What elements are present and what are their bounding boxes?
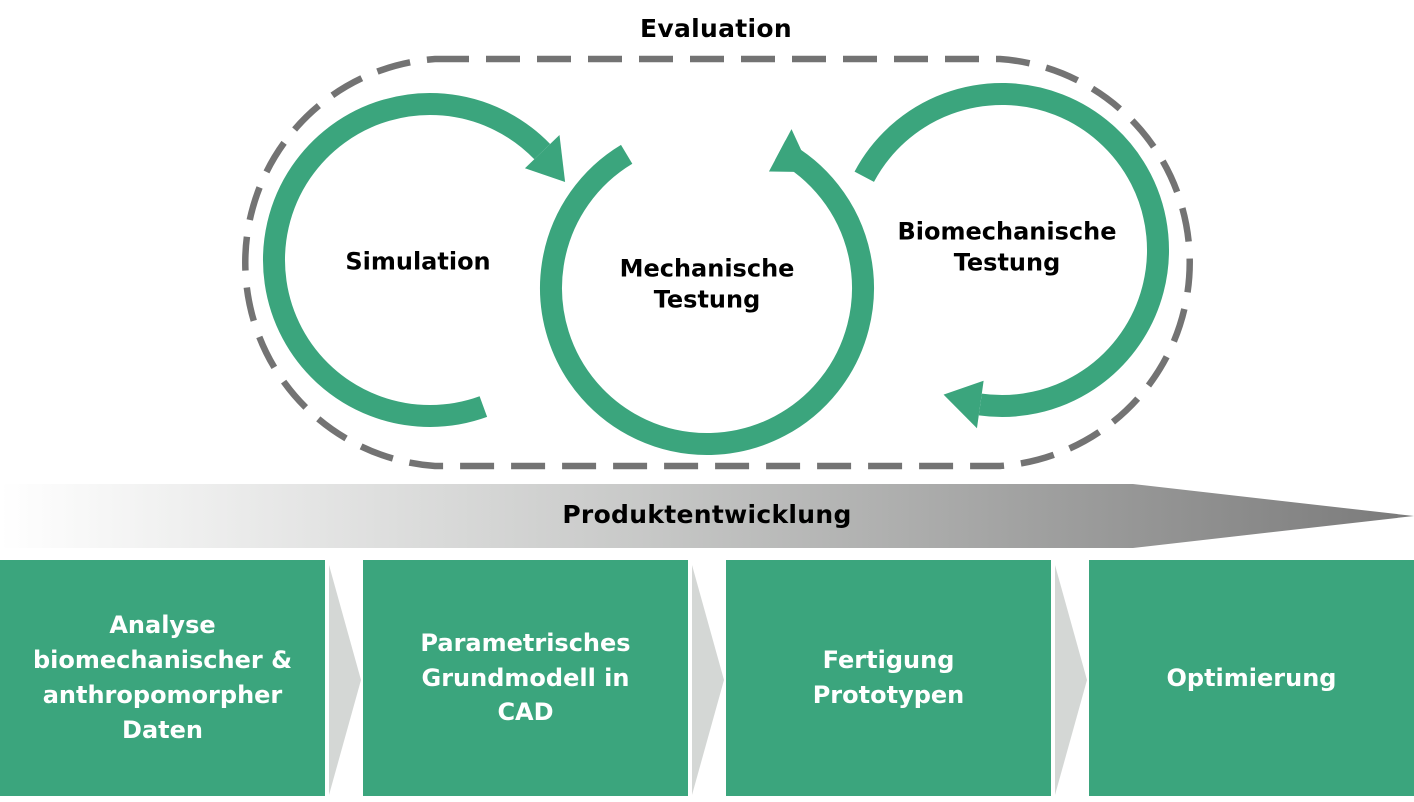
step-box-optimization: Optimierung [1089,560,1414,796]
step-label: Analyse biomechanischer & anthropomorphe… [33,611,292,744]
chevron-icon [1055,565,1087,795]
cycle-arc-biomechanical-testing [854,83,1169,417]
arrowhead-icon [943,380,984,429]
step-box-analysis: Analyse biomechanischer & anthropomorphe… [0,560,325,796]
step-box-prototyping: Fertigung Prototypen [726,560,1051,796]
cycle-arc-simulation [263,93,551,427]
evaluation-title: Evaluation [640,14,792,43]
chevron-icon [329,565,361,795]
cycle-label-simulation: Simulation [345,247,491,276]
step-label: Fertigung Prototypen [812,646,965,709]
arrowhead-icon [768,129,812,173]
cycles-layer [263,83,1169,455]
product-development-arrow [0,484,1414,548]
cycle-arc-mechanical-testing [540,140,874,455]
evaluation-boundary [242,55,1193,470]
chevron-icon [692,565,724,795]
arrowhead-icon [524,134,566,182]
cycle-label-mechanical-testing: Mechanische Testung [619,254,795,313]
step-label: Optimierung [1166,663,1337,692]
cycle-label-biomechanical-testing: Biomechanische Testung [897,217,1117,276]
step-label: Parametrisches Grundmodell in CAD [420,628,631,727]
product-development-label: Produktentwicklung [562,500,852,529]
step-box-cad-model: Parametrisches Grundmodell in CAD [363,560,688,796]
